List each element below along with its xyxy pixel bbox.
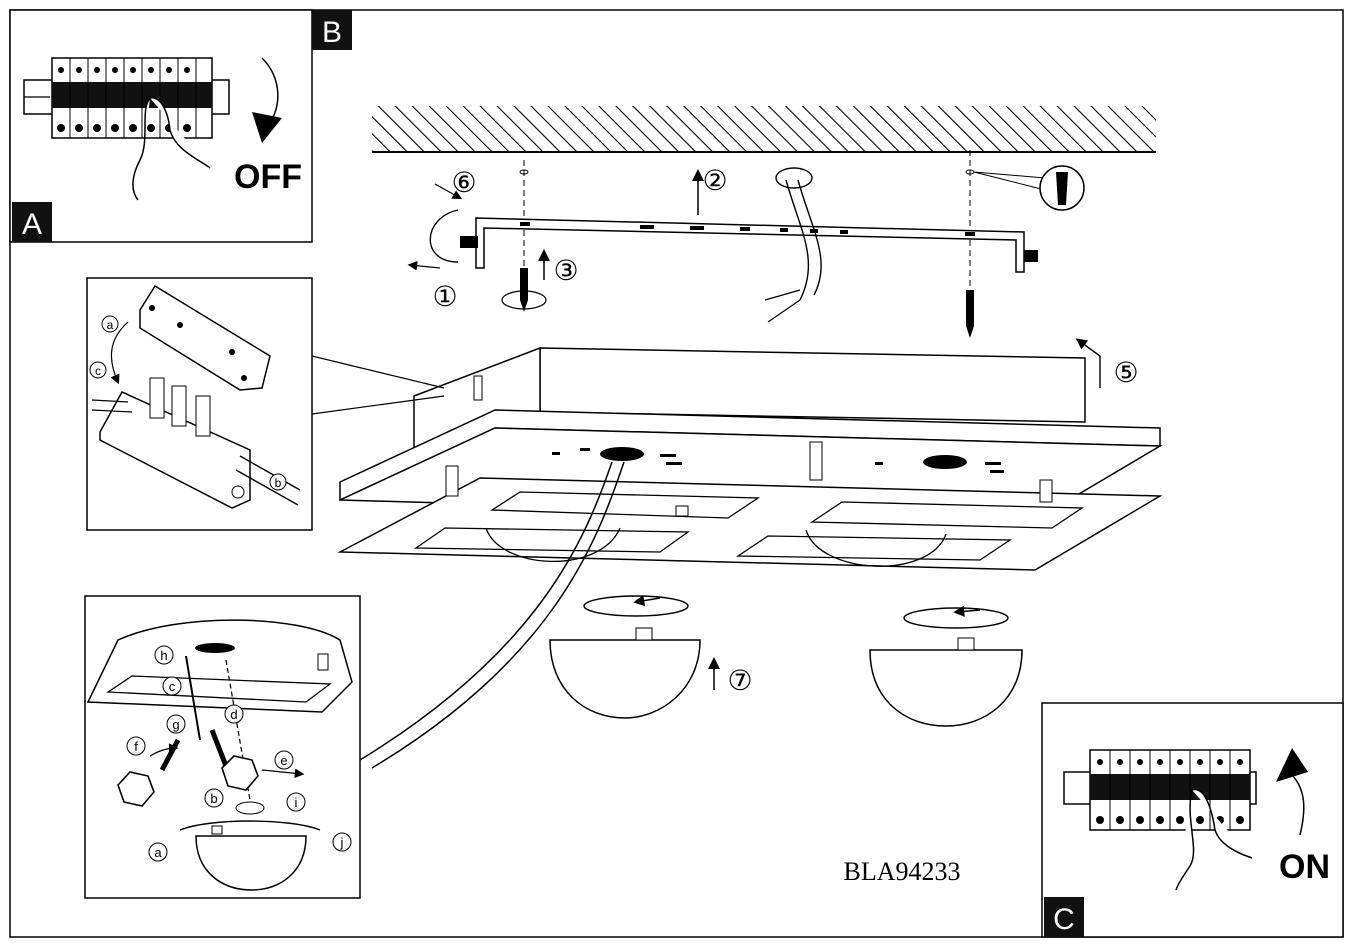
screw-right (966, 290, 974, 338)
arrow-step-5 (1075, 338, 1101, 388)
mount-label-d: d (230, 707, 237, 722)
panel-off: OFF B A (9, 9, 352, 243)
breaker-block-on (1089, 749, 1251, 831)
terminal-label-a: a (107, 318, 114, 332)
mount-label-f: f (134, 739, 138, 754)
step-5-label: ⑤ (1113, 358, 1138, 389)
on-label: ON (1279, 848, 1330, 886)
terminal-label-b: b (275, 476, 282, 490)
badge-a-letter: A (22, 208, 42, 241)
mount-label-j: j (340, 835, 344, 850)
badge-c-letter: C (1053, 903, 1075, 936)
mount-label-i: i (295, 795, 298, 810)
terminal-label-c: c (95, 364, 101, 378)
shade-left (549, 595, 701, 719)
hand-on-icon (1175, 789, 1253, 891)
detail-mount: h c g d f e b i a j (84, 595, 361, 899)
badge-c (1044, 897, 1084, 937)
detail-leader-cable (359, 461, 625, 769)
step-3-label: ③ (553, 256, 578, 287)
mount-label-e: e (280, 753, 287, 768)
badge-b-letter: B (322, 16, 342, 49)
model-code: BLA94233 (844, 857, 961, 886)
badge-b (312, 10, 352, 50)
mount-label-c: c (169, 679, 176, 694)
mount-label-g: g (172, 717, 179, 732)
switch-on-arrow (1291, 774, 1305, 836)
step-2-label: ② (702, 166, 727, 197)
mount-label-a: a (154, 845, 162, 860)
hand-icon (132, 97, 211, 201)
ceiling (372, 106, 1156, 153)
panel-on: ON C (1041, 702, 1344, 938)
off-label: OFF (234, 158, 302, 196)
supply-cable (785, 179, 822, 301)
screw-left (501, 268, 547, 312)
outer-frame (9, 9, 1344, 938)
step-6-label: ⑥ (451, 168, 476, 199)
rotate-arrow-bracket (429, 209, 459, 263)
badge-a (12, 202, 52, 242)
step-1-label: ① (432, 282, 457, 313)
detail-terminal-block: a c b (86, 277, 313, 531)
shade-right (869, 605, 1023, 727)
mount-label-b: b (210, 791, 217, 806)
breaker-block-off (51, 57, 213, 139)
luminaire-body (337, 346, 1163, 571)
step-7-label: ⑦ (727, 666, 752, 697)
mount-label-h: h (160, 648, 167, 663)
mounting-bracket (460, 217, 1038, 273)
